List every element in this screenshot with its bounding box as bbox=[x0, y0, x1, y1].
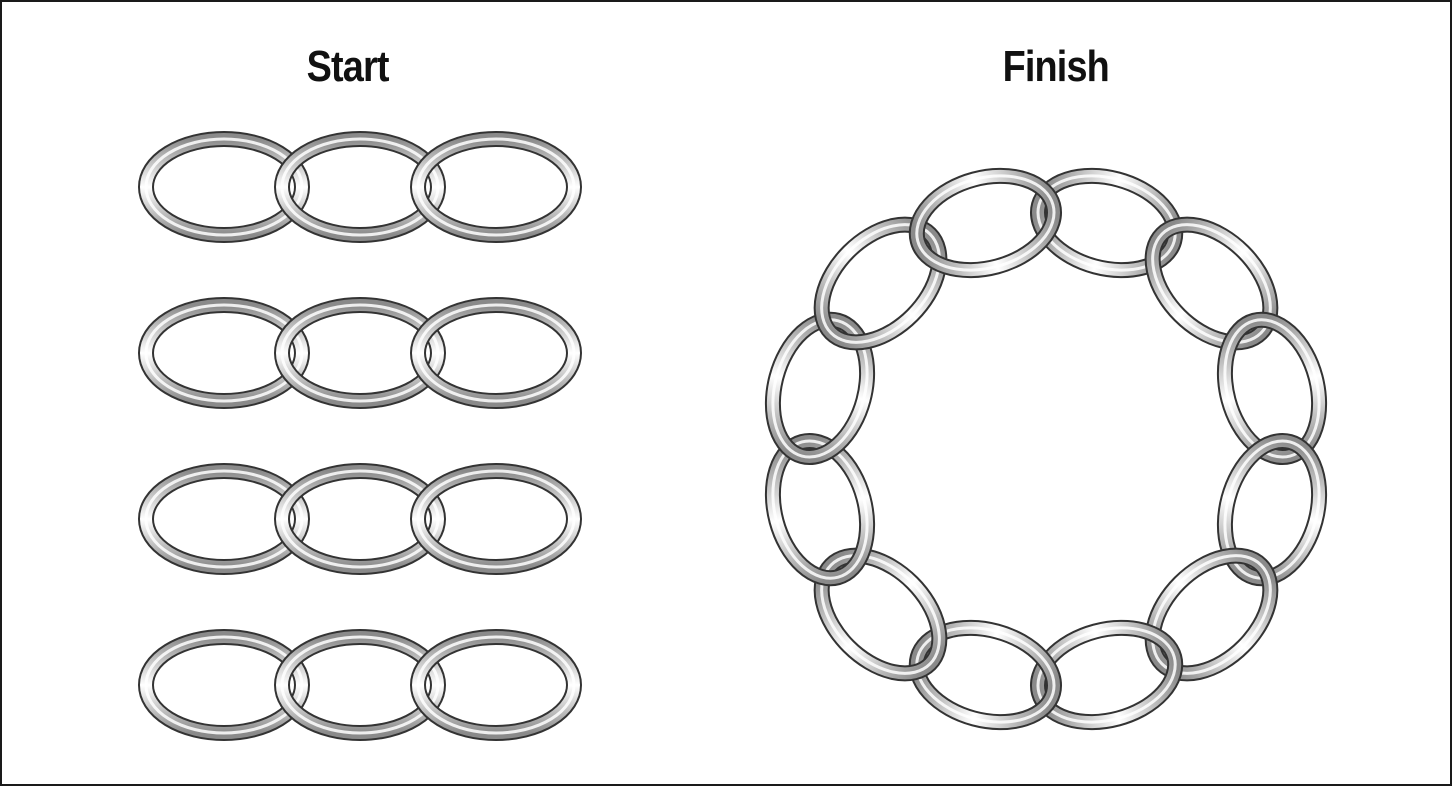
start-chain-1-link-2 bbox=[274, 131, 446, 243]
finish-ring-link-1 bbox=[1029, 167, 1184, 279]
start-chain-3-link-2 bbox=[274, 463, 446, 575]
start-chain-4-link-2 bbox=[274, 629, 446, 741]
finish-ring-link-5 bbox=[1144, 547, 1279, 682]
finish-ring-link-11 bbox=[813, 216, 948, 351]
start-heading: Start bbox=[306, 42, 390, 91]
start-chain-4-link-1 bbox=[138, 629, 310, 741]
start-chain-1-link-1 bbox=[138, 131, 310, 243]
finish-ring-link-10 bbox=[764, 311, 876, 466]
finish-ring-link-4 bbox=[1216, 432, 1328, 587]
finish-ring bbox=[764, 167, 1328, 731]
finish-heading: Finish bbox=[1002, 42, 1110, 91]
finish-ring-link-12 bbox=[908, 167, 1063, 279]
finish-ring-link-9 bbox=[764, 432, 876, 587]
finish-ring-link-2 bbox=[1144, 216, 1279, 351]
start-chain-2-link-1 bbox=[138, 297, 310, 409]
start-chain-3-link-3 bbox=[410, 463, 582, 575]
finish-ring-link-8 bbox=[813, 547, 948, 682]
start-chain-2-link-2 bbox=[274, 297, 446, 409]
start-chain-4-link-3 bbox=[410, 629, 582, 741]
start-chain-2-link-3 bbox=[410, 297, 582, 409]
start-chain-1-link-3 bbox=[410, 131, 582, 243]
start-chain-3-link-1 bbox=[138, 463, 310, 575]
finish-ring-link-6 bbox=[1029, 619, 1184, 731]
start-chains bbox=[138, 131, 582, 741]
finish-ring-link-7 bbox=[908, 619, 1063, 731]
finish-ring-link-3 bbox=[1216, 311, 1328, 466]
